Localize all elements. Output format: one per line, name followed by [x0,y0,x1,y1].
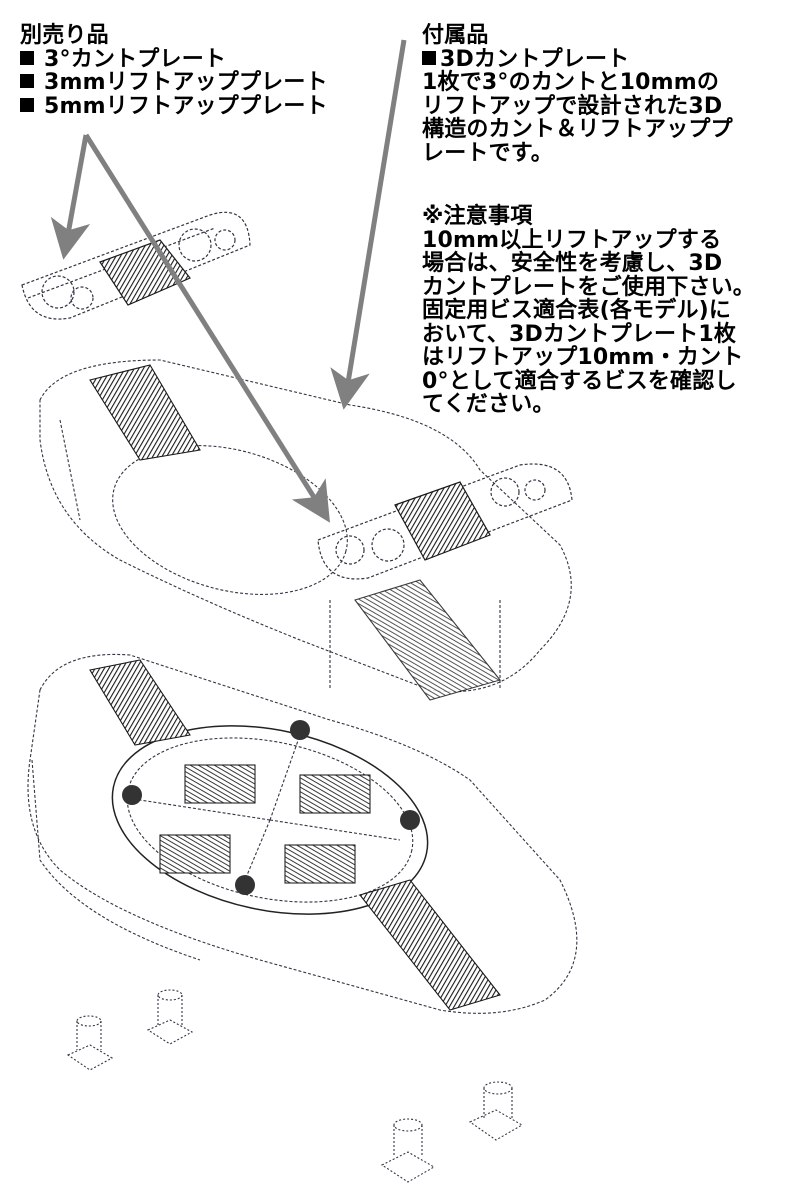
mounting-screw-3 [380,1118,436,1183]
included-description-line: 構造のカント＆リフトアッププ [422,117,733,142]
bullet-square-icon [422,50,436,65]
arrow-to-upper-base [330,39,407,410]
included-3d-cant-plate-insert [317,463,573,580]
caution-line: てください。 [422,392,555,417]
caution-line: カントプレートをご使用下さい。 [422,274,756,300]
included-heading: 付属品 [422,23,489,48]
sold-separately-item: 5mmリフトアッププレート [20,94,328,119]
mounting-screw-1 [66,1015,114,1071]
caution-line: 場合は、安全性を考慮し、3D [422,251,723,276]
included-section: 付属品 3Dカントプレート 1枚で3°のカントと10mmの リフトアップで設計さ… [422,24,733,165]
included-description-line: 1枚で3°のカントと10mmの [422,70,720,95]
included-description-line: レートです。 [422,140,554,166]
sold-separately-heading: 別売り品 [20,23,109,48]
included-description-line: リフトアップで設計された3D [422,93,723,119]
mounting-screw-2 [146,989,194,1045]
binding-base-with-rotating-disc [27,653,578,1014]
arrow-to-included-plate-from-sold [83,133,330,523]
included-item: 3Dカントプレート [422,47,733,72]
caution-section: ※注意事項 10mm以上リフトアップする 場合は、安全性を考慮し、3D カントプ… [422,205,755,417]
sold-separately-item: 3°カントプレート [20,47,328,72]
sold-separately-plate [21,211,251,320]
mounting-screw-4 [468,1081,524,1141]
caution-heading: ※注意事項 [422,204,533,229]
arrow-to-sold-separately-plate [50,134,91,260]
callout-arrows [50,39,407,523]
caution-line: はリフトアップ10mm・カント [422,345,744,370]
bullet-square-icon [20,50,34,65]
bullet-square-icon [20,74,34,88]
upper-3d-cant-plate-base [39,359,572,701]
caution-line: 10mm以上リフトアップする [422,227,722,253]
caution-line: おいて、3Dカントプレート1枚 [422,321,737,347]
caution-line: 固定用ビス適合表(各モデル)に [422,298,732,323]
caution-line: 0°として適合するビスを確認し [422,368,737,394]
bullet-square-icon [20,97,34,112]
sold-separately-section: 別売り品 3°カントプレート 3mmリフトアッププレート 5mmリフトアッププレ… [20,24,328,118]
sold-separately-item: 3mmリフトアッププレート [20,71,328,95]
